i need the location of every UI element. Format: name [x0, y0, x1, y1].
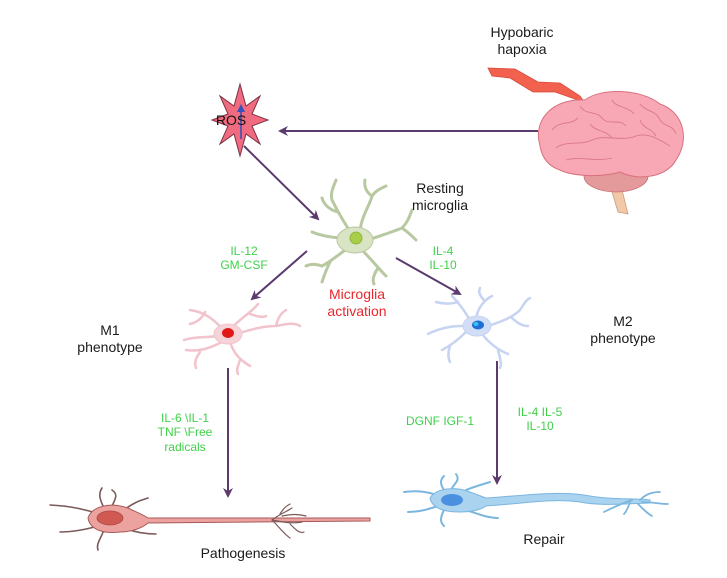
m2-line-1: M2 — [613, 313, 633, 329]
stimulus-label: Hypobaric hapoxia — [472, 24, 572, 58]
pathogenesis-label: Pathogenesis — [200, 545, 286, 561]
resting-microglia-icon — [304, 178, 418, 286]
repair-label: Repair — [523, 531, 565, 547]
ros-starburst-icon — [210, 82, 270, 158]
resting-line-1: Resting — [416, 180, 464, 196]
m1-output-line-1: IL-6 \IL-1 — [160, 411, 210, 425]
m2-inducer-il4: IL-4 — [432, 244, 454, 258]
m1-outputs-label: IL-6 \IL-1 TNF \Free radicals — [150, 411, 220, 454]
stimulus-line-2: hapoxia — [497, 40, 547, 57]
stimulus-line-1: Hypobaric — [490, 24, 554, 40]
m2-outputs-left-label: DGNF IGF-1 — [400, 414, 480, 428]
lightning-bolt-icon — [487, 67, 587, 104]
m2-line-2: phenotype — [590, 329, 656, 346]
m1-output-line-2: TNF \Free — [157, 425, 213, 440]
m1-inducer-il12: IL-12 — [230, 244, 258, 258]
resting-line-2: microglia — [411, 196, 468, 213]
resting-microglia-label: Resting microglia — [400, 180, 480, 214]
activation-label: Microglia activation — [312, 286, 402, 320]
activation-line-1: Microglia — [328, 286, 385, 302]
arrow-ros-to-resting — [243, 145, 320, 221]
m2-inducer-il10: IL-10 — [429, 258, 457, 273]
m2-output-dgnf-igf1: DGNF IGF-1 — [406, 414, 474, 428]
m1-microglia-icon — [182, 302, 302, 376]
m1-inducers-label: IL-12 GM-CSF — [214, 244, 274, 273]
m2-outputs-right-label: IL-4 IL-5 IL-10 — [510, 405, 570, 434]
m1-line-1: M1 — [100, 322, 120, 338]
m2-output-il10: IL-10 — [526, 419, 554, 434]
m2-inducers-label: IL-4 IL-10 — [421, 244, 465, 273]
ros-label: ROS — [215, 112, 247, 128]
m1-inducer-gmcsf: GM-CSF — [220, 258, 268, 273]
brain-icon — [538, 91, 684, 215]
arrow-to-m2 — [395, 257, 462, 295]
m2-phenotype-label: M2 phenotype — [583, 313, 663, 347]
m1-line-2: phenotype — [77, 338, 143, 355]
arrow-to-m1 — [250, 250, 308, 301]
activation-line-2: activation — [327, 302, 387, 319]
m1-phenotype-label: M1 phenotype — [70, 322, 150, 356]
m2-microglia-icon — [426, 286, 532, 370]
m1-output-line-3: radicals — [164, 439, 206, 454]
m2-output-il4-il5: IL-4 IL-5 — [517, 405, 563, 419]
damaged-neuron-icon — [49, 487, 371, 551]
healthy-neuron-icon — [403, 473, 669, 527]
